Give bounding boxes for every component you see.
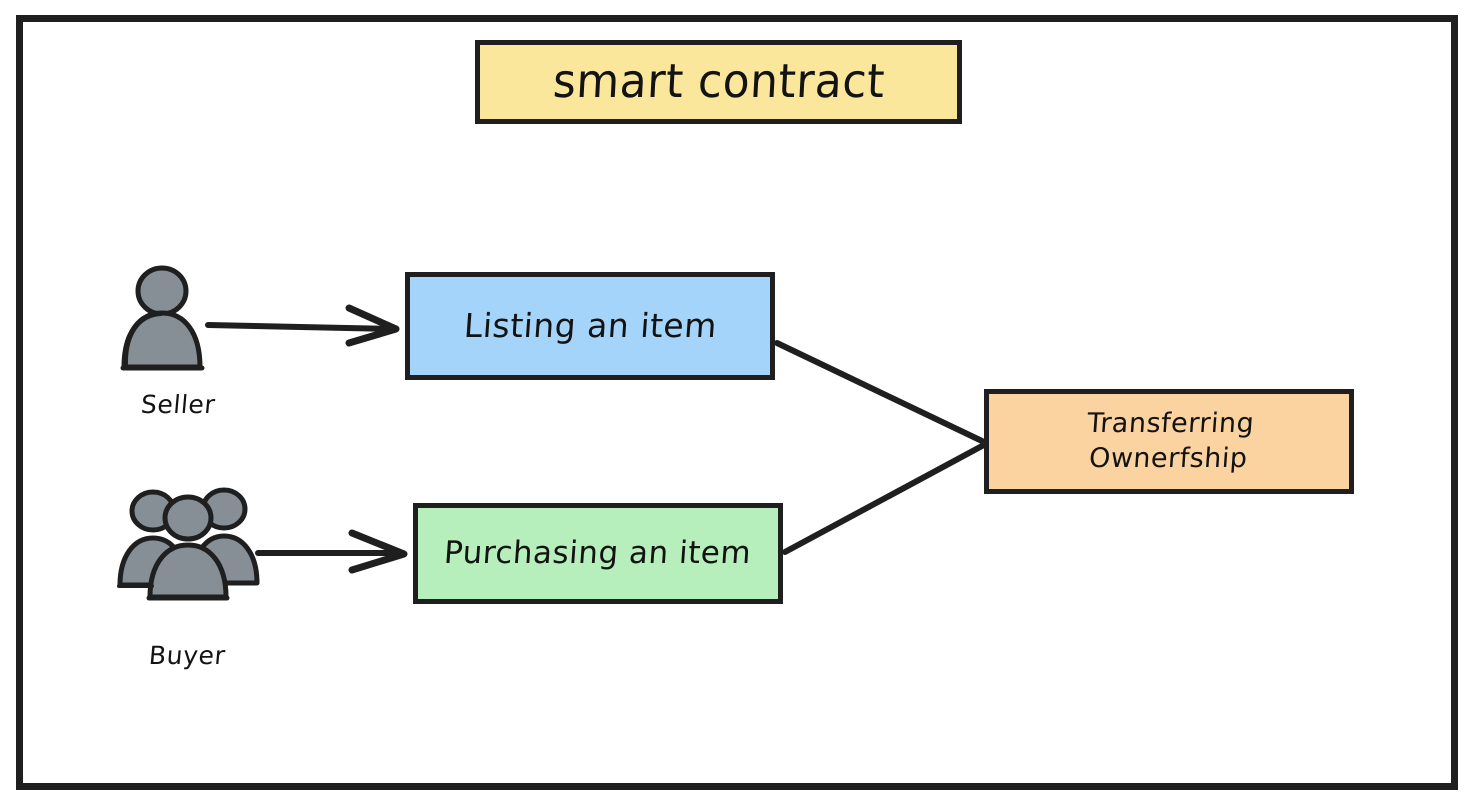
seller-person-icon[interactable]: [112, 262, 222, 377]
node-transferring-ownership[interactable]: Transferring Ownerfship: [984, 389, 1354, 494]
node-smart-contract[interactable]: smart contract: [475, 40, 962, 124]
node-smart-contract-label: smart contract: [551, 54, 886, 109]
diagram-frame: [16, 15, 1458, 790]
node-purchasing-an-item[interactable]: Purchasing an item: [413, 503, 783, 604]
node-listing-an-item[interactable]: Listing an item: [405, 272, 775, 380]
node-transferring-ownership-label: Transferring Ownerfship: [1085, 407, 1255, 474]
seller-label: Seller: [139, 390, 217, 419]
node-listing-an-item-label: Listing an item: [462, 305, 718, 345]
buyer-label: Buyer: [147, 641, 227, 670]
buyer-people-group-icon[interactable]: [112, 482, 272, 607]
node-purchasing-an-item-label: Purchasing an item: [443, 534, 753, 571]
